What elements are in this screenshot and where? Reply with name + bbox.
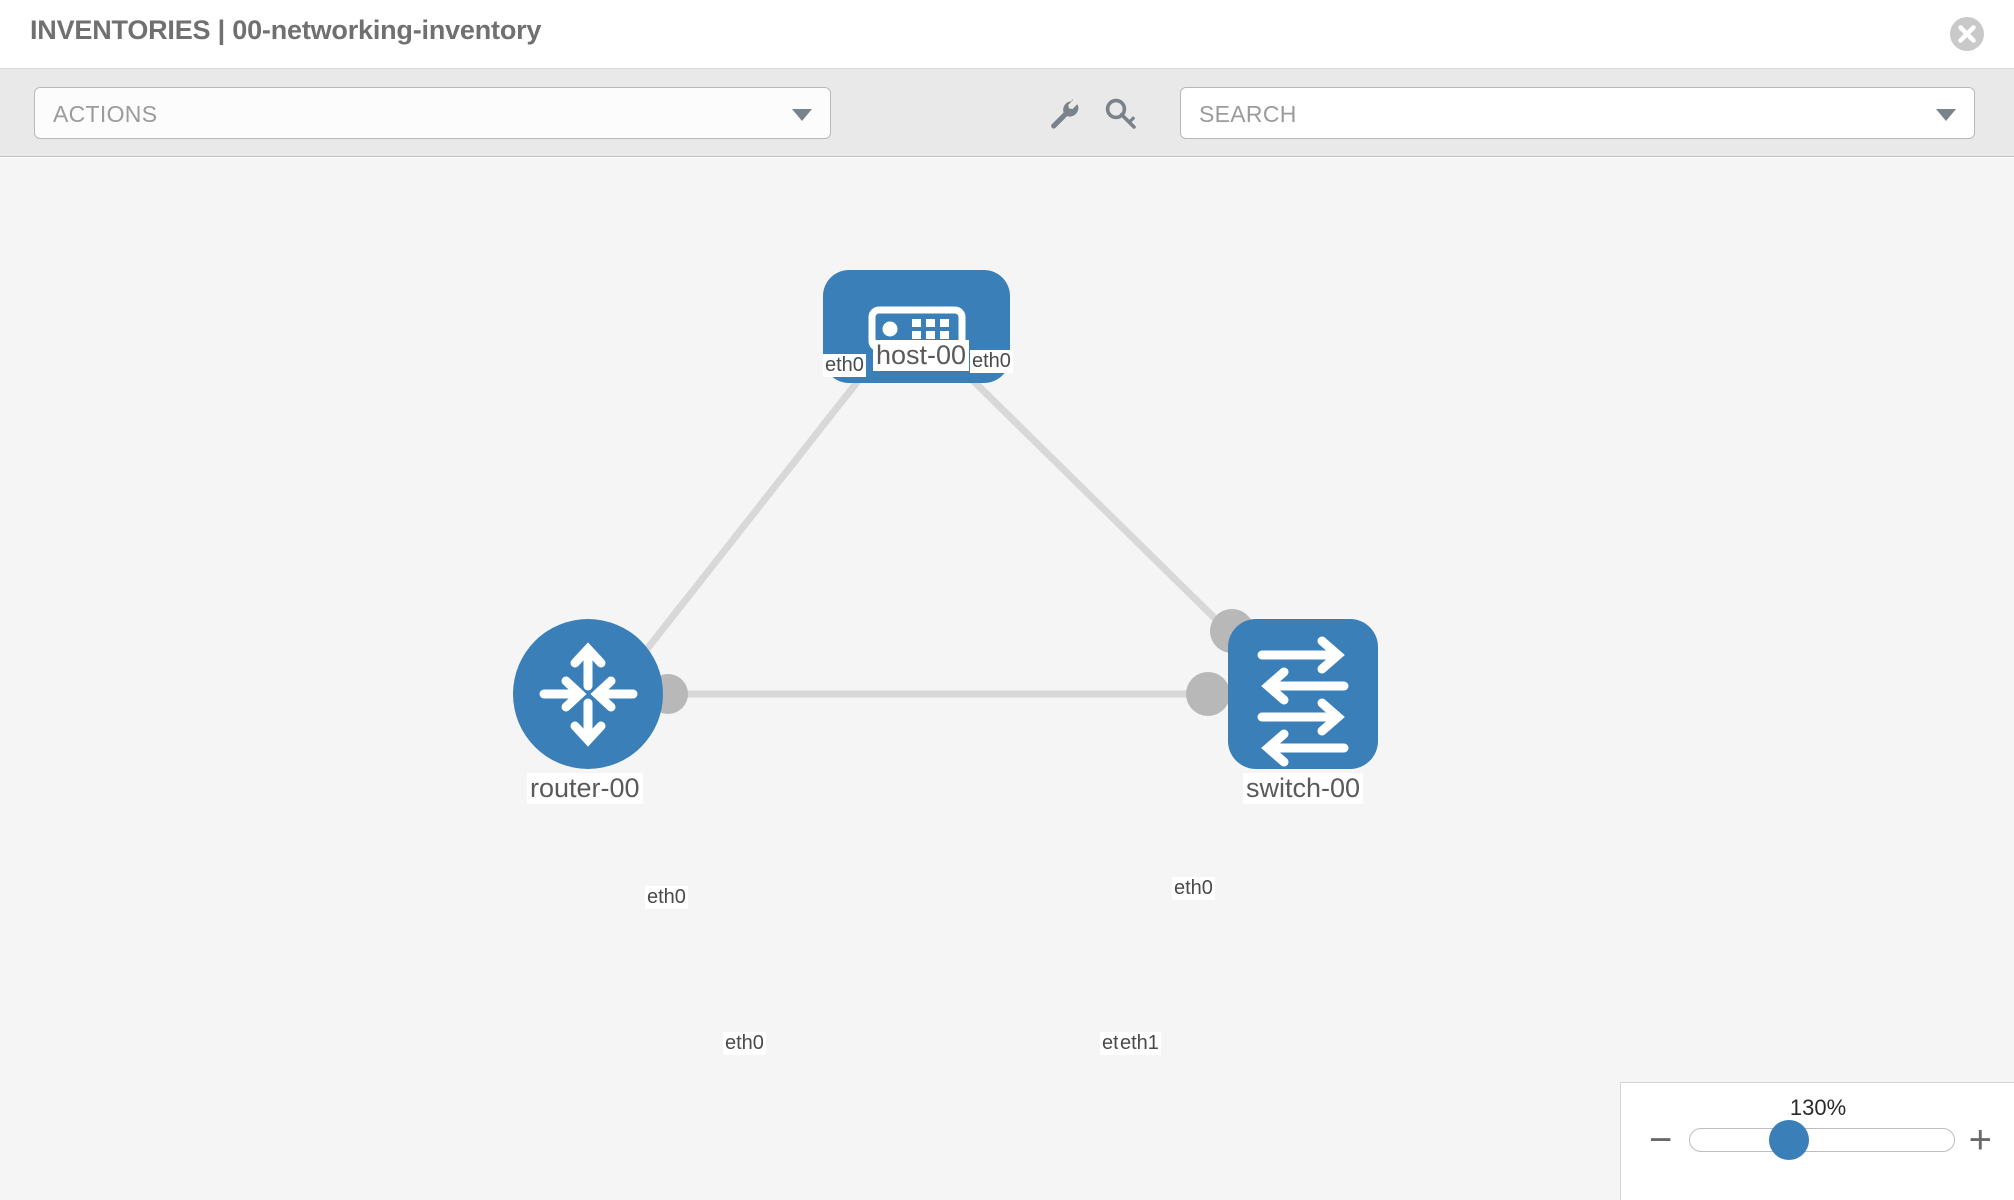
- zoom-control-panel: 130% − +: [1620, 1082, 2014, 1200]
- zoom-level-value: 130%: [1789, 1095, 1847, 1120]
- chevron-down-icon: [1936, 109, 1956, 121]
- switch-arrows-icon: [1257, 636, 1349, 767]
- topology-graph: [513, 270, 1378, 769]
- node-label-switch-00: switch-00: [1243, 773, 1364, 804]
- page-title: INVENTORIES | 00-networking-inventory: [30, 15, 542, 45]
- actions-dropdown-label: ACTIONS: [53, 101, 158, 127]
- node-label-router-00: router-00: [527, 773, 643, 804]
- link-host-switch: [942, 350, 1248, 651]
- router-arrows-icon: [539, 642, 638, 747]
- wrench-icon[interactable]: [1046, 97, 1080, 131]
- iface-label-switch-left-b: eth1: [1118, 1032, 1161, 1055]
- link-host-router: [637, 350, 883, 661]
- actions-dropdown[interactable]: ACTIONS: [34, 87, 831, 139]
- node-switch-00[interactable]: [1228, 619, 1378, 769]
- iface-label-router-up: eth0: [645, 886, 688, 909]
- zoom-slider-track[interactable]: [1689, 1128, 1955, 1152]
- toolbar: ACTIONS SEARCH: [0, 69, 2014, 157]
- topology-canvas[interactable]: host-00 router-00 switch-00 eth0 eth0 et…: [0, 158, 2014, 1200]
- zoom-out-button[interactable]: −: [1649, 1118, 1673, 1162]
- iface-label-switch-up: eth0: [1172, 877, 1215, 900]
- iface-label-host-right: eth0: [970, 350, 1013, 373]
- search-input[interactable]: SEARCH: [1180, 87, 1975, 139]
- endpoint-switch-left: [1186, 672, 1230, 716]
- key-icon[interactable]: [1104, 97, 1138, 131]
- iface-label-router-right: eth0: [723, 1032, 766, 1055]
- zoom-in-button[interactable]: +: [1968, 1118, 1992, 1162]
- topology-endpoints: [648, 334, 1254, 716]
- close-icon[interactable]: [1948, 15, 1986, 53]
- iface-label-host-left: eth0: [823, 354, 866, 377]
- page-header: INVENTORIES | 00-networking-inventory: [0, 0, 2014, 69]
- topology-links: [637, 350, 1248, 698]
- chevron-down-icon: [792, 109, 812, 121]
- zoom-slider-thumb[interactable]: [1769, 1120, 1809, 1160]
- search-input-label: SEARCH: [1199, 101, 1297, 127]
- node-router-00[interactable]: [513, 619, 663, 769]
- node-label-host-00: host-00: [873, 340, 970, 371]
